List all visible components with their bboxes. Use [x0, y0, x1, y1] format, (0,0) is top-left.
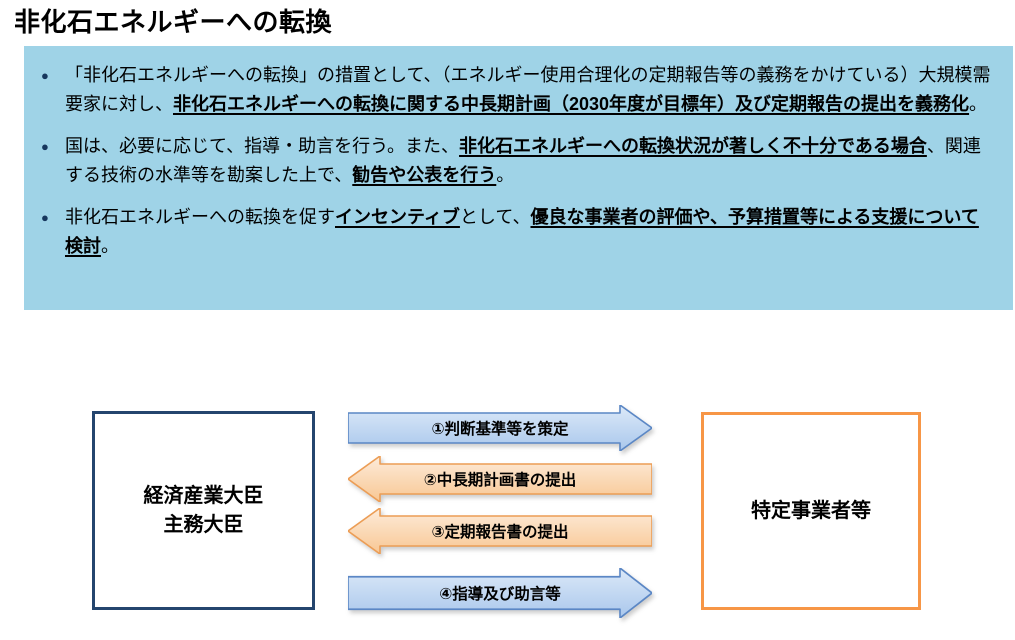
text-segment: 。: [969, 94, 988, 114]
left-arrow-icon: [348, 508, 652, 554]
right-actor-box: 特定事業者等: [701, 412, 921, 610]
flow-arrow-4-right: ④指導及び助言等: [348, 568, 652, 618]
bullet-marker-icon: ●: [41, 210, 49, 225]
bullet-marker-icon: ●: [41, 68, 49, 83]
emphasized-text-segment: インセンティブ: [335, 207, 460, 227]
text-segment: として、: [459, 207, 531, 227]
bullet-text: 非化石エネルギーへの転換を促すインセンティブとして、優良な事業者の評価や、予算措…: [65, 203, 991, 261]
emphasized-text-segment: 勧告や公表を行う: [352, 165, 497, 185]
left-actor-line2: 主務大臣: [163, 513, 244, 536]
flow-arrow-3-left: ③定期報告書の提出: [348, 508, 652, 554]
right-arrow-icon: [348, 405, 652, 451]
text-segment: 国は、必要に応じて、指導・助言を行う。また、: [65, 136, 460, 156]
left-actor-line1: 経済産業大臣: [143, 484, 264, 507]
flow-arrow-1-right: ①判断基準等を策定: [348, 405, 652, 451]
bullet-marker-icon: ●: [41, 139, 49, 154]
bullet-item: ● 国は、必要に応じて、指導・助言を行う。また、非化石エネルギーへの転換状況が著し…: [39, 132, 991, 190]
bullet-list: ● 「非化石エネルギーへの転換」の措置として、（エネルギー使用合理化の定期報告等の…: [39, 61, 991, 261]
arrow-label: ④指導及び助言等: [439, 586, 561, 603]
emphasized-text-segment: 優良な事業者の評価や、予算措置等による支援について検討: [65, 207, 979, 256]
text-segment: 「非化石エネルギーへの転換」の措置として、（エネルギー使用合理化の定期報告等の義…: [65, 65, 991, 114]
right-arrow-icon: [348, 568, 652, 618]
arrow-label: ③定期報告書の提出: [431, 524, 569, 541]
left-arrow-icon: [348, 456, 652, 502]
text-segment: 非化石エネルギーへの転換を促す: [65, 207, 335, 227]
bullet-text: 「非化石エネルギーへの転換」の措置として、（エネルギー使用合理化の定期報告等の義…: [65, 61, 991, 119]
flow-arrow-2-left: ②中長期計画書の提出: [348, 456, 652, 502]
bullet-item: ● 非化石エネルギーへの転換を促すインセンティブとして、優良な事業者の評価や、予算…: [39, 203, 991, 261]
text-segment: 。: [101, 236, 119, 256]
right-actor-label: 特定事業者等: [751, 499, 871, 522]
arrow-label: ①判断基準等を策定: [431, 421, 569, 438]
summary-panel: ● 「非化石エネルギーへの転換」の措置として、（エネルギー使用合理化の定期報告等の…: [24, 46, 1013, 310]
emphasized-text-segment: 非化石エネルギーへの転換状況が著しく不十分である場合: [459, 136, 927, 156]
text-segment: 。: [496, 165, 515, 185]
arrow-label: ②中長期計画書の提出: [423, 472, 577, 489]
page-title: 非化石エネルギーへの転換: [14, 7, 333, 37]
emphasized-text-segment: 非化石エネルギーへの転換に関する中長期計画（2030年度が目標年）及び定期報告の…: [173, 94, 970, 114]
bullet-text: 国は、必要に応じて、指導・助言を行う。また、非化石エネルギーへの転換状況が著しく…: [65, 132, 991, 190]
text-segment: 、関連する技術の水準等を勘案した上で、: [65, 136, 981, 185]
bullet-item: ● 「非化石エネルギーへの転換」の措置として、（エネルギー使用合理化の定期報告等の…: [39, 61, 991, 119]
left-actor-box: 経済産業大臣 主務大臣: [92, 411, 315, 610]
